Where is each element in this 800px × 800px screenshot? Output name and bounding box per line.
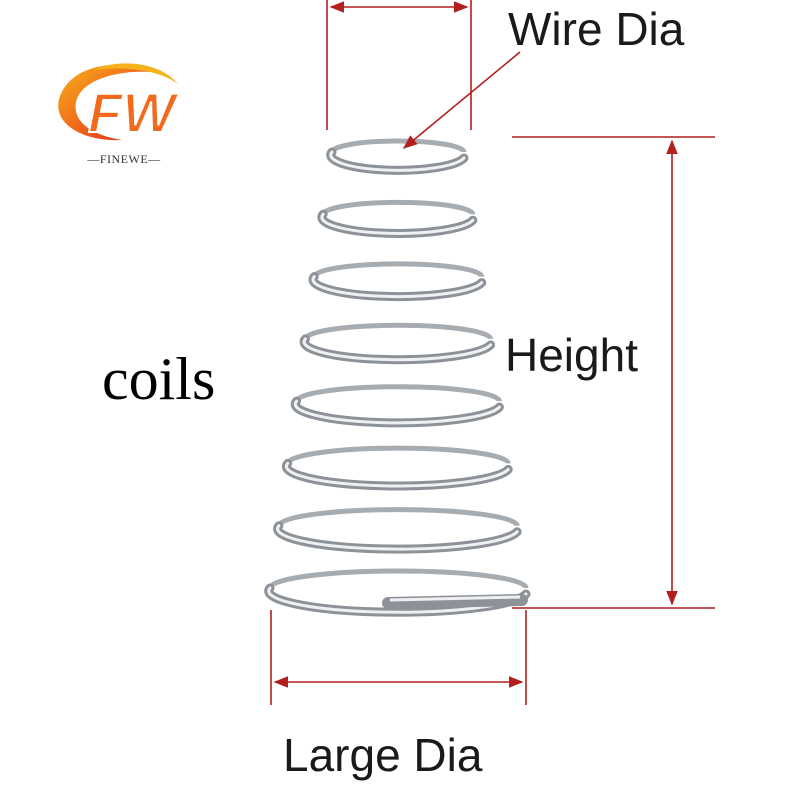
spring-coil-back [294,384,502,402]
spring-coil-back [285,445,511,465]
spring-coil [290,396,504,428]
logo-monogram: FW [88,81,179,144]
spring-coil-highlight [320,212,475,235]
finewe-logo: FW [58,63,180,145]
spring-coil [308,272,487,302]
coils-label: coils [102,346,216,412]
spring-coil-back [311,261,485,278]
spring-coil-highlight [329,150,466,172]
logo-swoosh-icon [58,64,150,141]
spring-coil-highlight [276,524,519,551]
spring-coil-back [276,507,520,527]
spring-coil-highlight [293,399,501,425]
spring-coil [281,458,513,491]
spring-wire-end [382,594,528,609]
logo-swoosh-top-icon [92,63,178,84]
large-dia-label: Large Dia [283,729,483,781]
spring-coil-highlight [284,461,510,488]
brand-name: —FINEWE— [87,152,161,166]
height-label: Height [505,329,638,381]
spring-coil-back [329,138,467,153]
large-dia-dimension [270,610,527,705]
wire-dia-label: Wire Dia [508,3,685,55]
spring-coil-highlight [302,337,493,362]
spring-coil-back [267,568,529,589]
spring-coil-back [320,199,476,216]
spring-coil [299,334,496,365]
wire-dia-dimension [326,0,521,149]
height-dimension [512,136,715,609]
spring-coil [273,521,522,554]
spring-coil-highlight [311,275,484,299]
wire-dia-leader [402,51,521,149]
spring-coil-back [302,322,494,340]
spring-wire-end-highlight [389,595,521,602]
conical-spring [264,138,531,617]
